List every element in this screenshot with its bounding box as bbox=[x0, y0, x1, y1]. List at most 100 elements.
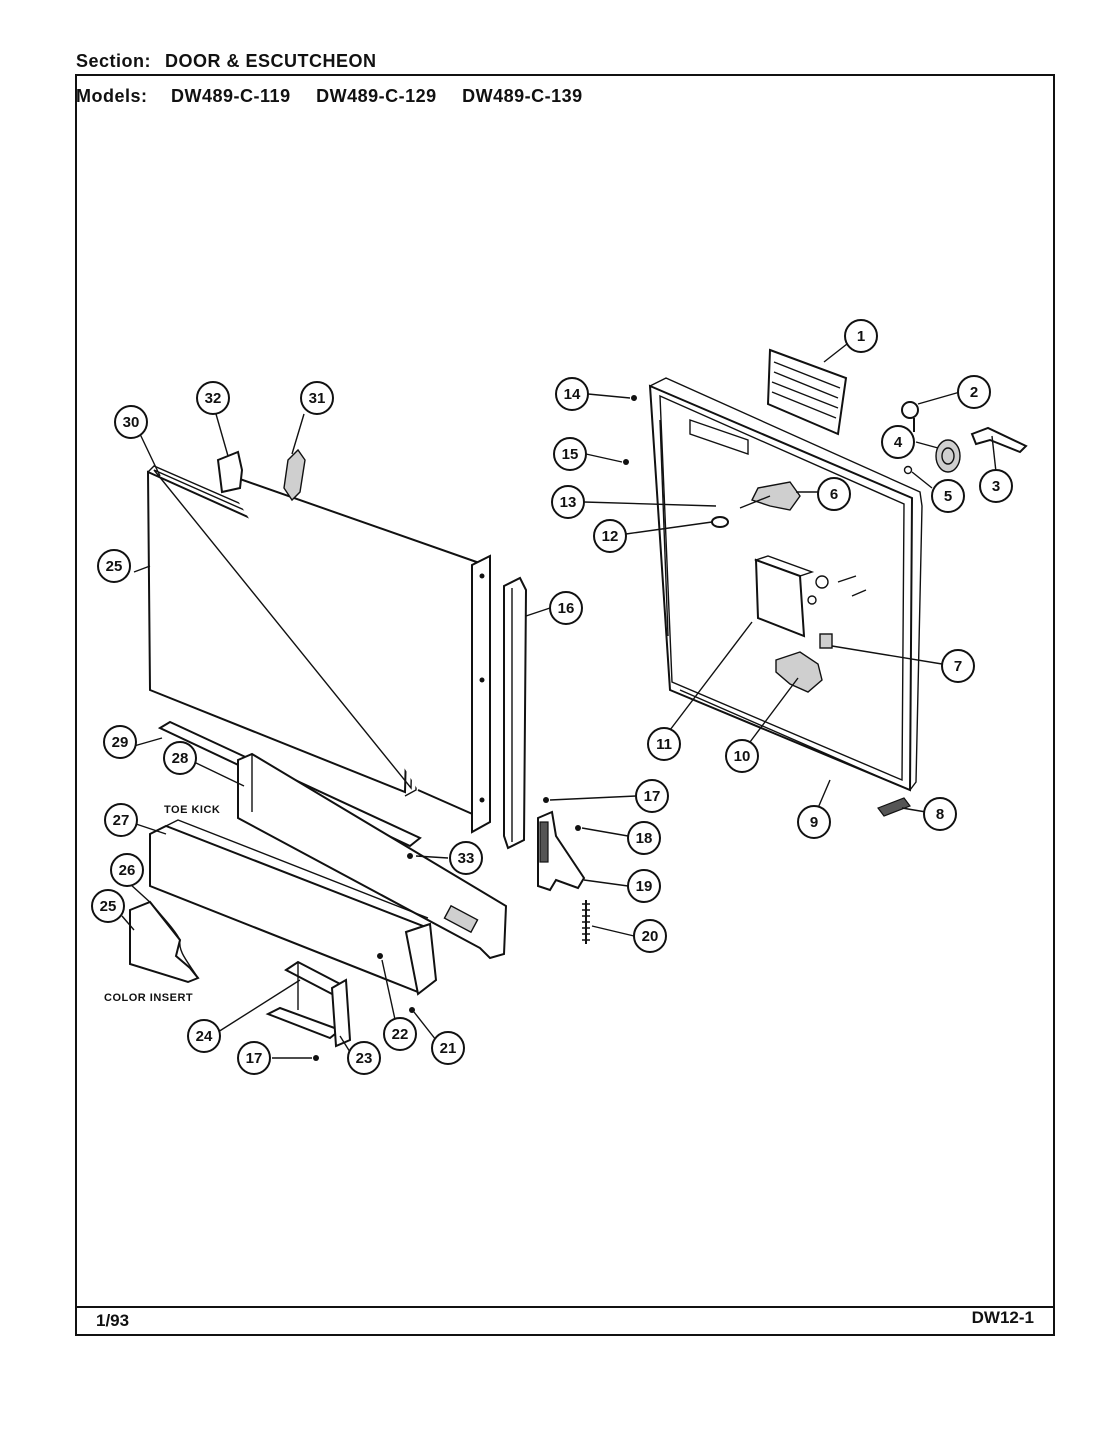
toe-kick-note: TOE KICK bbox=[164, 804, 220, 816]
callout-21: 21 bbox=[431, 1031, 465, 1065]
rinse-aid-10 bbox=[775, 651, 823, 693]
svg-text:3: 3 bbox=[992, 478, 1000, 495]
svg-text:33: 33 bbox=[458, 850, 475, 867]
door-spring-20 bbox=[582, 900, 590, 944]
callout-24: 24 bbox=[187, 1019, 221, 1053]
svg-text:25: 25 bbox=[106, 558, 123, 575]
callout-5: 5 bbox=[931, 479, 965, 513]
hinge-arm-19 bbox=[537, 810, 586, 892]
callout-13: 13 bbox=[551, 485, 585, 519]
callout-17-lower: 17 bbox=[237, 1041, 271, 1075]
callout-7: 7 bbox=[941, 649, 975, 683]
revision-date: 1/93 bbox=[96, 1311, 130, 1330]
svg-text:27: 27 bbox=[113, 812, 130, 829]
callout-15: 15 bbox=[553, 437, 587, 471]
callout-30: 30 bbox=[114, 405, 148, 439]
callout-3: 3 bbox=[979, 469, 1013, 503]
svg-text:22: 22 bbox=[392, 1026, 409, 1043]
svg-text:24: 24 bbox=[196, 1028, 213, 1045]
models-line: Models: DW489-C-119 DW489-C-129 DW489-C-… bbox=[76, 86, 603, 107]
callout-25-lower: 25 bbox=[91, 889, 125, 923]
kick-panel-27 bbox=[149, 819, 438, 996]
svg-text:15: 15 bbox=[562, 446, 579, 463]
callout-27: 27 bbox=[104, 803, 138, 837]
section-value: DOOR & ESCUTCHEON bbox=[165, 51, 377, 71]
svg-text:26: 26 bbox=[119, 862, 136, 879]
gasket-8 bbox=[877, 797, 911, 817]
plug-12 bbox=[711, 516, 729, 528]
callout-17: 17 bbox=[635, 779, 669, 813]
svg-text:32: 32 bbox=[205, 390, 222, 407]
color-insert-26 bbox=[129, 900, 200, 984]
section-title: Section: DOOR & ESCUTCHEON bbox=[76, 51, 377, 72]
svg-text:1: 1 bbox=[857, 328, 865, 345]
latch-6 bbox=[739, 481, 801, 511]
latch-lever-3 bbox=[970, 426, 1028, 454]
model-1: DW489-C-119 bbox=[171, 86, 291, 106]
callout-31: 31 bbox=[300, 381, 334, 415]
svg-text:7: 7 bbox=[954, 658, 962, 675]
svg-text:2: 2 bbox=[970, 384, 978, 401]
callout-19: 19 bbox=[627, 869, 661, 903]
svg-text:4: 4 bbox=[894, 434, 903, 451]
mount-bracket-23 bbox=[265, 962, 352, 1048]
svg-text:25: 25 bbox=[100, 898, 117, 915]
callout-33: 33 bbox=[449, 841, 483, 875]
callout-20: 20 bbox=[633, 919, 667, 953]
svg-text:21: 21 bbox=[440, 1040, 457, 1057]
callout-1: 1 bbox=[844, 319, 878, 353]
callout-25-upper: 25 bbox=[97, 549, 131, 583]
svg-text:30: 30 bbox=[123, 414, 140, 431]
svg-text:29: 29 bbox=[112, 734, 129, 751]
svg-text:17: 17 bbox=[644, 788, 661, 805]
dial-4 bbox=[935, 439, 961, 473]
callout-9: 9 bbox=[797, 805, 831, 839]
callout-26: 26 bbox=[110, 853, 144, 887]
door-hardware bbox=[815, 575, 867, 649]
callout-8: 8 bbox=[923, 797, 957, 831]
callout-11: 11 bbox=[647, 727, 681, 761]
color-insert-note: COLOR INSERT bbox=[104, 992, 193, 1004]
callout-14: 14 bbox=[555, 377, 589, 411]
svg-text:31: 31 bbox=[309, 390, 326, 407]
callout-23: 23 bbox=[347, 1041, 381, 1075]
callout-10: 10 bbox=[725, 739, 759, 773]
svg-text:12: 12 bbox=[602, 528, 619, 545]
callout-29: 29 bbox=[103, 725, 137, 759]
svg-text:14: 14 bbox=[564, 386, 581, 403]
door-inner-panel bbox=[219, 457, 491, 834]
callout-22: 22 bbox=[383, 1017, 417, 1051]
svg-text:20: 20 bbox=[642, 928, 659, 945]
knob-2 bbox=[901, 401, 919, 432]
door-hinge-bracket-32 bbox=[216, 450, 244, 494]
svg-text:19: 19 bbox=[636, 878, 653, 895]
svg-text:11: 11 bbox=[656, 736, 672, 753]
detergent-dispenser-11 bbox=[753, 555, 817, 638]
svg-text:17: 17 bbox=[246, 1050, 263, 1067]
svg-text:23: 23 bbox=[356, 1050, 373, 1067]
diagram-frame bbox=[75, 74, 1055, 1336]
callout-6: 6 bbox=[817, 477, 851, 511]
section-label: Section: bbox=[76, 51, 152, 71]
svg-text:8: 8 bbox=[936, 806, 944, 823]
svg-text:5: 5 bbox=[944, 488, 952, 505]
toe-kick-28 bbox=[237, 752, 508, 960]
callout-2: 2 bbox=[957, 375, 991, 409]
models-label: Models: bbox=[76, 86, 148, 106]
svg-text:16: 16 bbox=[558, 600, 575, 617]
svg-text:9: 9 bbox=[810, 814, 818, 831]
svg-text:13: 13 bbox=[560, 494, 577, 511]
vent-1 bbox=[766, 348, 848, 436]
door-hinge-31 bbox=[283, 448, 306, 502]
svg-text:10: 10 bbox=[734, 748, 751, 765]
svg-text:28: 28 bbox=[172, 750, 189, 767]
callout-4: 4 bbox=[881, 425, 915, 459]
callout-12: 12 bbox=[593, 519, 627, 553]
svg-text:18: 18 bbox=[636, 830, 653, 847]
callout-16: 16 bbox=[549, 591, 583, 625]
footer-divider bbox=[75, 1306, 1055, 1308]
side-trim-16 bbox=[503, 576, 528, 850]
page-code: DW12-1 bbox=[971, 1308, 1034, 1327]
leader-lines bbox=[121, 343, 997, 1059]
